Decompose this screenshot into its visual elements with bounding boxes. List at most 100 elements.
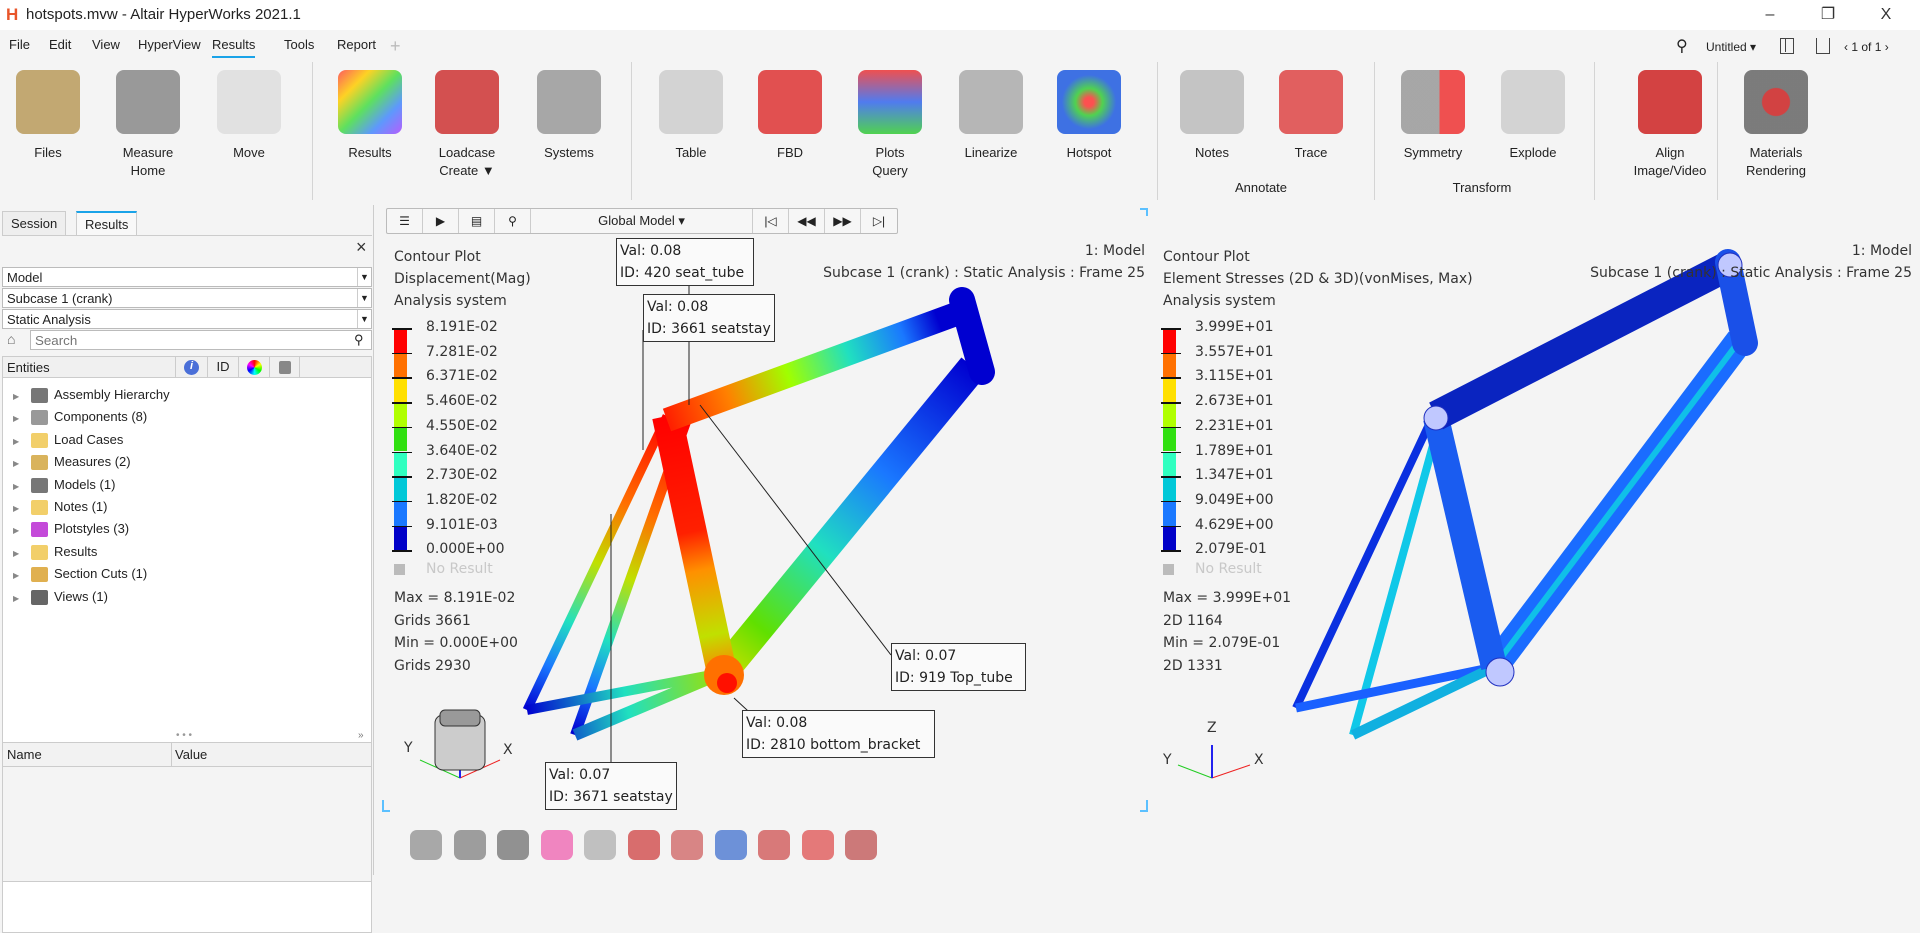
ribbon-results-button[interactable]: Results — [320, 62, 420, 162]
display-column-icon[interactable] — [269, 357, 300, 377]
ribbon-trace-button[interactable]: Trace — [1261, 62, 1361, 162]
ribbon-separator — [312, 62, 313, 200]
ribbon-explode-button[interactable]: Explode — [1483, 62, 1583, 162]
section-icon[interactable] — [671, 830, 703, 860]
minimize-button[interactable]: – — [1765, 6, 1775, 23]
ribbon-label: Materials — [1749, 145, 1803, 160]
collapse-icon[interactable]: » — [358, 730, 364, 741]
explode-view-icon[interactable] — [801, 830, 834, 860]
home-icon[interactable]: ⌂ — [7, 331, 16, 347]
expand-arrow-icon[interactable]: ▶ — [13, 593, 20, 603]
search-icon[interactable]: ⚲ — [1676, 38, 1688, 55]
tree-item-models[interactable]: ▶Models (1) — [13, 474, 115, 496]
menu-view[interactable]: View — [92, 37, 120, 52]
tab-results[interactable]: Results — [76, 211, 138, 235]
ribbon-symmetry-button[interactable]: Symmetry — [1383, 62, 1483, 162]
ribbon-move-button[interactable]: Move — [199, 62, 299, 162]
tree-item-load[interactable]: ▶Load Cases — [13, 429, 123, 451]
expand-arrow-icon[interactable]: ▶ — [13, 571, 20, 581]
page-add-icon[interactable] — [1816, 38, 1830, 54]
add-tab-icon[interactable]: + — [390, 36, 401, 56]
group-label-transform: Transform — [1452, 180, 1512, 195]
model-select[interactable]: Global Model ▾ — [531, 209, 753, 233]
previous-frame-icon[interactable]: ◀◀ — [789, 209, 825, 233]
chevron-down-icon: ▼ — [357, 310, 371, 328]
ribbon-fbd-button[interactable]: FBD — [740, 62, 840, 162]
ribbon-label: Linearize — [964, 145, 1018, 160]
tree-item-components[interactable]: ▶Components (8) — [13, 406, 147, 428]
menu-report[interactable]: Report — [337, 37, 377, 52]
expand-arrow-icon[interactable]: ▶ — [13, 459, 20, 469]
last-frame-icon[interactable]: ▷| — [872, 214, 886, 228]
visibility-icon[interactable] — [410, 830, 442, 860]
tree-item-results[interactable]: ▶Results — [13, 541, 97, 563]
next-frame-icon[interactable]: ▶▶ — [825, 209, 861, 233]
menu-results[interactable]: Results — [212, 37, 256, 58]
menu-file[interactable]: File — [9, 37, 30, 52]
expand-arrow-icon[interactable]: ▶ — [13, 504, 20, 513]
table-view-icon[interactable]: ▤ — [459, 209, 495, 233]
ribbon-hotspot-button[interactable]: Hotspot — [1039, 62, 1139, 162]
ribbon-systems-button[interactable]: Systems — [519, 62, 619, 162]
menu-tools[interactable]: Tools — [284, 37, 315, 52]
expand-arrow-icon[interactable]: ▶ — [13, 548, 20, 558]
tree-item-notes[interactable]: ▶Notes (1) — [13, 496, 107, 518]
subcase-dropdown[interactable]: Subcase 1 (crank)▼ — [2, 288, 372, 308]
expand-arrow-icon[interactable]: ▶ — [13, 526, 20, 536]
info-column-icon[interactable]: i — [175, 357, 207, 377]
color-palette-icon[interactable] — [540, 830, 573, 860]
splitter-handle[interactable]: • • • — [176, 730, 193, 741]
tree-item-plotstyles[interactable]: ▶Plotstyles (3) — [13, 518, 129, 540]
ribbon-files-button[interactable]: Files — [0, 62, 98, 162]
ribbon-notes-button[interactable]: Notes — [1162, 62, 1262, 162]
expand-arrow-icon[interactable]: ▶ — [13, 481, 20, 491]
contour-icon[interactable] — [714, 830, 747, 860]
layout-icon[interactable] — [1780, 38, 1794, 54]
expand-arrow-icon[interactable]: ▶ — [13, 436, 20, 446]
menu-icon[interactable]: ☰ — [387, 209, 423, 233]
triad-icon[interactable] — [584, 830, 616, 860]
play-icon[interactable]: ▶ — [423, 209, 459, 233]
page-name-dropdown[interactable]: Untitled ▾ — [1706, 40, 1757, 54]
model-dropdown[interactable]: Model▼ — [2, 267, 372, 287]
color-column-icon[interactable] — [238, 357, 269, 377]
pick-icon[interactable]: ⚲ — [495, 209, 531, 233]
ribbon-linearize-button[interactable]: Linearize — [941, 62, 1041, 162]
results-icon — [338, 70, 402, 134]
tab-session[interactable]: Session — [2, 211, 67, 235]
tree-item-views[interactable]: ▶Views (1) — [13, 586, 108, 608]
zoom-box-icon[interactable] — [627, 830, 660, 860]
contour-title-line: Analysis system — [1163, 293, 1276, 309]
camera-icon[interactable] — [453, 830, 486, 860]
iso-icon[interactable] — [758, 830, 790, 860]
tree-item-measures[interactable]: ▶Measures (2) — [13, 451, 131, 473]
restore-button[interactable]: ❐ — [1820, 6, 1836, 23]
cube-view-icon[interactable] — [497, 830, 529, 860]
menu-hyperview[interactable]: HyperView — [138, 37, 201, 52]
ribbon-table-button[interactable]: Table — [641, 62, 741, 162]
expand-arrow-icon[interactable]: ▶ — [13, 392, 20, 401]
close-panel-icon[interactable]: × — [356, 237, 367, 257]
page-navigator[interactable]: ‹ 1 of 1 › — [1844, 40, 1889, 54]
expand-arrow-icon[interactable]: ▶ — [13, 414, 20, 424]
menu-edit[interactable]: Edit — [49, 37, 72, 52]
close-button[interactable]: X — [1880, 6, 1892, 23]
first-frame-icon[interactable]: |◁ — [753, 209, 789, 233]
search-input[interactable] — [30, 330, 372, 350]
tree-item-assembly[interactable]: ▶Assembly Hierarchy — [13, 384, 170, 406]
tree-item-section[interactable]: ▶Section Cuts (1) — [13, 563, 147, 585]
search-icon[interactable]: ⚲ — [354, 332, 364, 347]
simulation-dropdown[interactable]: Static Analysis▼ — [2, 309, 372, 329]
transform-icon[interactable] — [845, 830, 877, 860]
id-column[interactable]: ID — [207, 357, 238, 377]
